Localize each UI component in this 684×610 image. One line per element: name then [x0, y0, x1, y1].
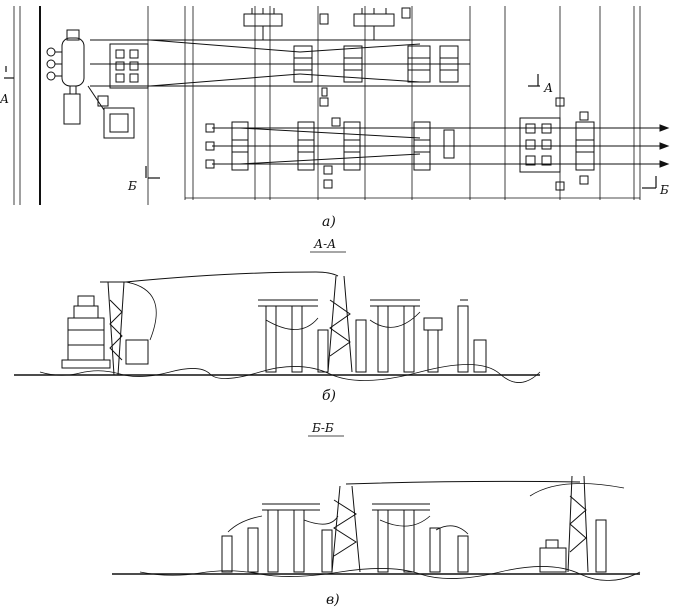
- bb-overhead-wire: [345, 480, 581, 485]
- section-title-bb: Б-Б: [311, 421, 334, 435]
- section-bb: [112, 475, 641, 581]
- plan-transformer: [46, 29, 135, 139]
- plan-view: [4, 6, 670, 205]
- aa-transformer: [61, 295, 149, 369]
- upper-busbars: [90, 39, 470, 87]
- plan-bay-right: [519, 97, 595, 191]
- upper-apparatus: [243, 7, 459, 107]
- bb-structure: [221, 485, 469, 573]
- section-aa: [14, 271, 541, 383]
- bb-right-tower: [539, 475, 607, 573]
- aa-structure: [258, 275, 487, 373]
- cut-lines: [4, 66, 657, 189]
- caption-section-bb: в): [326, 592, 340, 608]
- aa-tower-left: [100, 281, 130, 376]
- plan-bay-left: [109, 43, 149, 89]
- labels: А А Б Б а) А-А б) Б-Б в): [0, 81, 669, 608]
- cut-mark-b-right: Б: [659, 183, 669, 197]
- cut-mark-a-right: А: [543, 81, 553, 95]
- aa-overhead-wire: [125, 271, 339, 283]
- lower-busbars: [212, 124, 670, 168]
- cut-mark-b-left: Б: [127, 179, 137, 193]
- section-title-aa: А-А: [313, 237, 336, 251]
- lower-apparatus: [205, 117, 455, 189]
- cut-mark-a-left: А: [0, 92, 9, 106]
- caption-plan: а): [322, 214, 336, 230]
- caption-section-aa: б): [322, 388, 336, 404]
